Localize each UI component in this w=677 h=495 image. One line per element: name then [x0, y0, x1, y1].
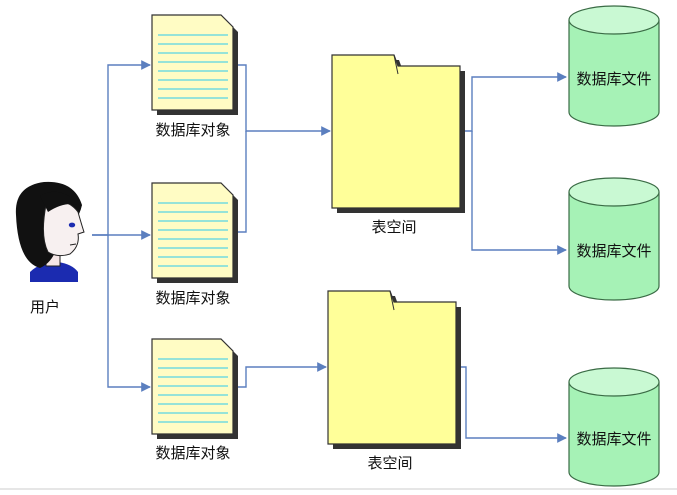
- tablespace-1-label: 表空间: [371, 218, 416, 236]
- connectors: [92, 60, 567, 443]
- database-cylinder-icon: [568, 367, 660, 487]
- db-object-2: 数据库对象: [151, 182, 238, 307]
- datafile-1-label: 数据库文件: [576, 70, 651, 88]
- connector-tablespace-1-to-datafile-1: [460, 72, 567, 132]
- db-object-3: 数据库对象: [151, 338, 238, 462]
- datafile-3-label: 数据库文件: [576, 430, 651, 448]
- db-object-3-label: 数据库对象: [155, 444, 230, 462]
- db-object-2-label: 数据库对象: [155, 289, 230, 307]
- datafile-1: 数据库文件: [568, 5, 660, 127]
- db-object-1-label: 数据库对象: [155, 121, 230, 139]
- document-page-icon: [151, 14, 238, 115]
- datafile-2: 数据库文件: [568, 177, 660, 301]
- connector-user-to-object-3: [107, 235, 151, 392]
- connector-tablespace-1-to-datafile-2: [471, 131, 567, 255]
- connector-user-to-object-1: [92, 60, 151, 236]
- connector-tablespace-2-to-datafile-3: [456, 366, 567, 443]
- tablespace-2: 表空间: [327, 290, 461, 472]
- datafile-2-label: 数据库文件: [576, 242, 651, 260]
- document-page-icon: [151, 338, 238, 439]
- user-label: 用户: [30, 298, 60, 316]
- datafile-3: 数据库文件: [568, 367, 660, 487]
- database-cylinder-icon: [568, 177, 660, 301]
- folder-icon: [327, 290, 461, 449]
- db-object-1: 数据库对象: [151, 14, 238, 139]
- tablespace-1: 表空间: [331, 54, 465, 236]
- connector-object-3-to-tablespace-2: [234, 362, 327, 388]
- tablespace-2-label: 表空间: [367, 454, 412, 472]
- user-person-icon: [15, 181, 85, 282]
- document-page-icon: [151, 182, 238, 283]
- folder-icon: [331, 54, 465, 213]
- connector-object-1-to-tablespace-1: [234, 64, 331, 136]
- database-cylinder-icon: [568, 5, 660, 127]
